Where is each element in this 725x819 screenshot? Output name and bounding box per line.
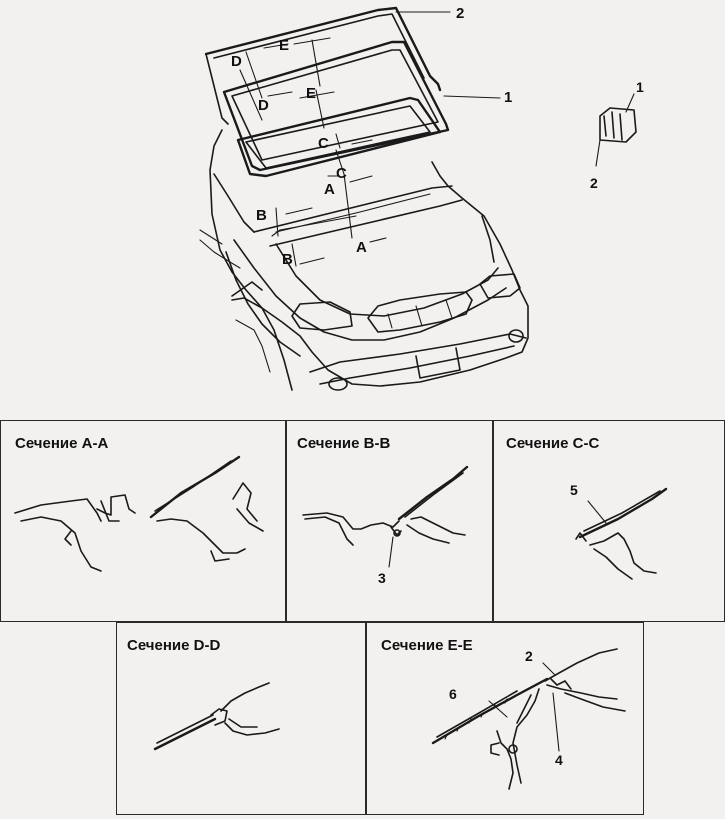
dam-strip bbox=[431, 677, 549, 745]
callout-molding: 2 bbox=[456, 5, 465, 22]
section-aa-title: Сечение A-A bbox=[15, 435, 109, 452]
section-bb-title: Сечение B-B bbox=[297, 435, 391, 452]
section-cc-panel: Сечение C-C 5 bbox=[493, 420, 725, 622]
section-ee-drawing bbox=[431, 648, 626, 790]
bb-callout-3: 3 bbox=[378, 570, 386, 586]
section-mark-a-lower: A bbox=[356, 239, 367, 256]
section-mark-e-upper: E bbox=[279, 37, 290, 54]
section-cc-drawing bbox=[575, 487, 668, 580]
section-mark-c-lower: C bbox=[336, 165, 347, 182]
section-mark-b-lower: B bbox=[282, 251, 293, 268]
ee-callout-2: 2 bbox=[525, 648, 533, 664]
section-bb-drawing bbox=[302, 465, 469, 568]
ee-callout-6: 6 bbox=[449, 686, 457, 702]
section-mark-e-lower: E bbox=[306, 85, 317, 102]
ee-callout-4: 4 bbox=[555, 752, 563, 768]
section-mark-c-upper: C bbox=[318, 135, 329, 152]
molding-detail-part bbox=[595, 93, 637, 167]
windshield-outline bbox=[222, 40, 450, 172]
car-body bbox=[209, 129, 529, 387]
section-ee-title: Сечение E-E bbox=[381, 637, 473, 654]
section-cc-title: Сечение C-C bbox=[506, 435, 600, 452]
cc-callout-5: 5 bbox=[570, 482, 578, 498]
section-mark-d-lower: D bbox=[258, 97, 269, 114]
detail-callout-top: 1 bbox=[636, 79, 644, 95]
callout-windshield: 1 bbox=[504, 89, 513, 106]
section-ee-panel: Сечение E-E 2 6 4 bbox=[366, 622, 644, 815]
section-mark-b-upper: B bbox=[256, 207, 267, 224]
section-dd-drawing bbox=[153, 682, 280, 751]
detail-callout-bottom: 2 bbox=[590, 175, 598, 191]
molding-outline bbox=[204, 6, 442, 92]
section-mark-d-upper: D bbox=[231, 53, 242, 70]
section-dd-title: Сечение D-D bbox=[127, 637, 221, 654]
section-aa-panel: Сечение A-A bbox=[0, 420, 286, 622]
section-mark-a-upper: A bbox=[324, 181, 335, 198]
grille bbox=[367, 291, 473, 333]
section-dd-panel: Сечение D-D bbox=[116, 622, 366, 815]
section-aa-drawing bbox=[14, 455, 264, 572]
section-bb-panel: Сечение B-B 3 bbox=[286, 420, 493, 622]
